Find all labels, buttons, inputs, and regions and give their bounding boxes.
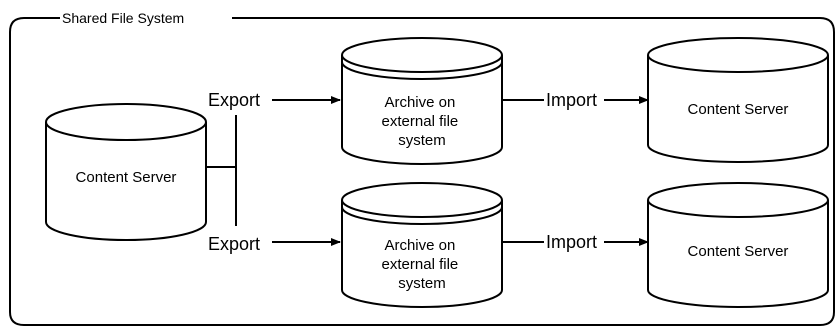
archive-cylinder: Archive on external file system [341,37,503,165]
export-branch-connector [206,115,237,226]
archive-cylinder: Archive on external file system [341,182,503,308]
export-row-top: Export Archive on external file system I… [208,37,829,165]
shared-file-system-frame: Shared File System [9,10,835,326]
export-label: Export [208,234,260,254]
target-server-label: Content Server [688,101,789,118]
target-content-server: Content Server [647,37,829,163]
source-content-server: Content Server [45,103,207,241]
import-label: Import [546,90,597,110]
target-server-label: Content Server [688,243,789,260]
export-label: Export [208,90,260,110]
source-server-label: Content Server [76,169,177,186]
archive-label: Archive on external file system [382,237,463,292]
target-content-server: Content Server [647,182,829,308]
archive-label: Archive on external file system [382,94,463,149]
frame-title: Shared File System [62,10,184,26]
export-row-bottom: Export Archive on external file system I… [208,182,829,308]
import-label: Import [546,232,597,252]
